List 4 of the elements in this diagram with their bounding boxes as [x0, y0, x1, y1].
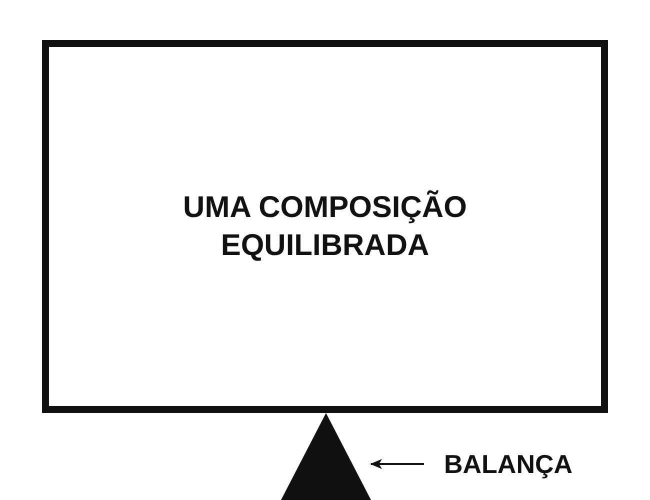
label-text: BALANÇA — [444, 448, 573, 480]
heading-text: UMA COMPOSIÇÃO EQUILIBRADA — [182, 189, 468, 264]
frame-box — [42, 40, 608, 413]
arrow — [370, 459, 424, 469]
